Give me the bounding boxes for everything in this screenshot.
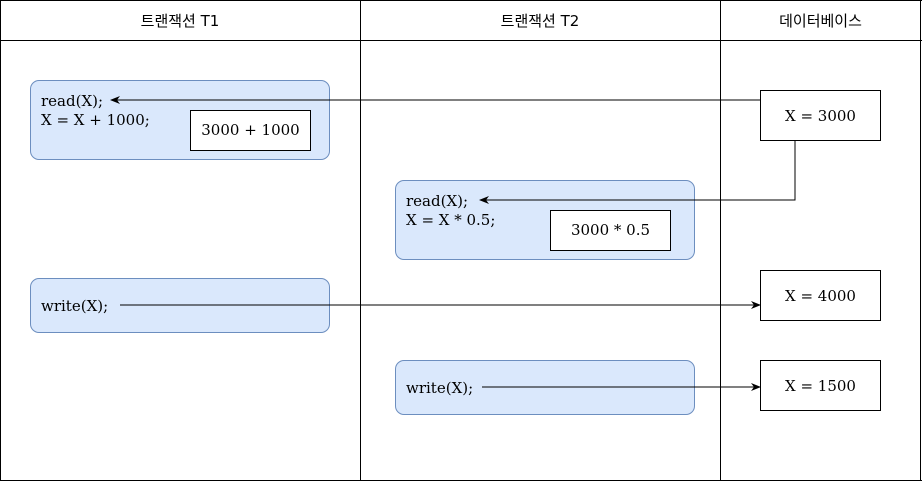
arrow-db-to-t2-read: [479, 141, 796, 204]
t2-compute-line: X = X * 0.5;: [406, 211, 496, 229]
column-header-db: 데이터베이스: [779, 11, 862, 30]
t1-calc-box: 3000 + 1000: [190, 110, 311, 151]
t2-calc-box: 3000 * 0.5: [550, 210, 671, 251]
column-header-t1: 트랜잭션 T1: [140, 11, 220, 30]
border-right: [920, 0, 921, 481]
db-value-after-t2: X = 1500: [760, 360, 881, 411]
t1-read-block: read(X); X = X + 1000; 3000 + 1000: [30, 80, 330, 160]
column-header-t2: 트랜잭션 T2: [500, 11, 580, 30]
header-separator: [0, 40, 922, 41]
t1-read-line: read(X);: [41, 92, 104, 110]
border-top: [0, 0, 922, 1]
t1-compute-line: X = X + 1000;: [41, 111, 150, 129]
t2-read-block: read(X); X = X * 0.5; 3000 * 0.5: [395, 180, 695, 260]
t2-read-line: read(X);: [406, 192, 469, 210]
divider-t1-t2: [360, 0, 361, 481]
border-left: [0, 0, 1, 481]
border-bottom: [0, 480, 922, 481]
db-value-initial: X = 3000: [760, 90, 881, 141]
db-value-after-t1: X = 4000: [760, 270, 881, 321]
divider-t2-db: [720, 0, 721, 481]
t1-write-line: write(X);: [41, 297, 109, 315]
t2-write-line: write(X);: [406, 379, 474, 397]
